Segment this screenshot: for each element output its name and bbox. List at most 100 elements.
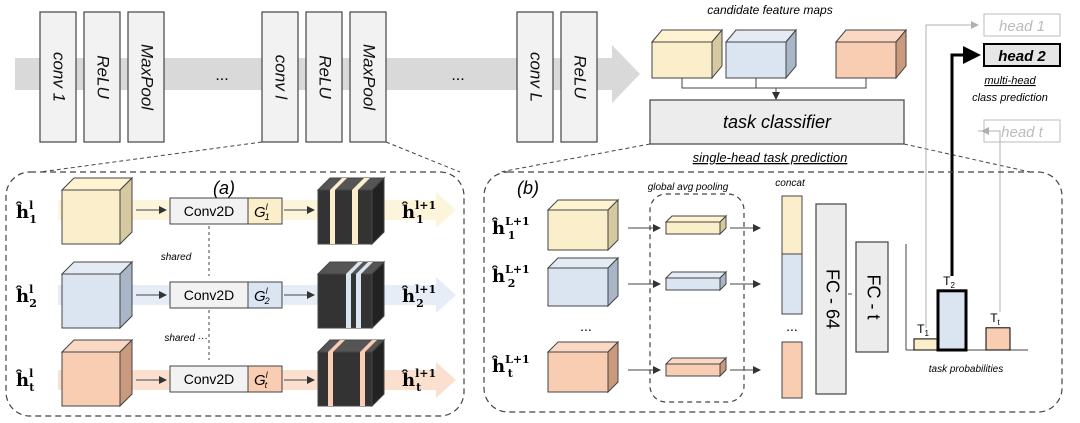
layer-box-maxpooll: [349, 11, 387, 143]
zoom-line-right: [385, 141, 461, 173]
row-1-conv2d-label: Conv2D: [184, 203, 235, 219]
prob-bar-3: [985, 327, 1011, 351]
concat-seg-2: [781, 253, 803, 315]
prob-bar-2: [936, 289, 968, 352]
heads-section: head 1 head 2 multi-head class predictio…: [925, 13, 1061, 328]
prob-bar-label-2: T2: [943, 274, 955, 290]
panel-a-title: (a): [213, 178, 235, 198]
layer-label-reluL: ReLU: [571, 55, 590, 99]
b-ellipsis-left: ...: [580, 318, 592, 334]
row-2-output-cube: [316, 260, 386, 330]
zoom-line-b-left: [499, 143, 651, 173]
task-classifier-label: task classifier: [723, 112, 832, 132]
concat-label: concat: [775, 178, 806, 189]
task-classifier-section: candidate feature maps task classifier s…: [499, 3, 1031, 173]
fc-64-label: FC - 64: [822, 269, 842, 329]
candidate-feature-maps-label: candidate feature maps: [707, 3, 832, 17]
b-input-slab-1: [546, 198, 620, 252]
row-t-input-cube: [60, 338, 134, 408]
row-t-conv2d-label: Conv2D: [184, 371, 235, 387]
zoom-line-left: [39, 141, 263, 173]
global-avg-pooling-box: [649, 193, 745, 403]
arrow-to-head-2: [950, 46, 981, 276]
prob-bar-label-1: T1: [917, 322, 929, 338]
pipeline-arrow-head: [612, 45, 640, 103]
zoom-line-b-right: [903, 143, 1031, 173]
fc-64-box: [815, 203, 847, 395]
multi-head-label: multi-head: [984, 75, 1036, 87]
single-head-task-prediction-label: single-head task prediction: [693, 150, 848, 165]
row-1-output-cube: [316, 176, 386, 246]
layer-label-maxpool1: MaxPool: [138, 44, 157, 111]
layer-label-convL: conv L: [527, 52, 546, 102]
layer-box-reluL: [560, 11, 598, 143]
fc-t-label: FC - t: [863, 275, 883, 320]
task-probabilities-label: task probabilities: [929, 364, 1003, 375]
row-t-conv2d-box: [169, 365, 249, 393]
layer-label-relul: ReLU: [316, 55, 335, 99]
layer-group-l: conv l ReLU MaxPool: [261, 11, 387, 143]
row-2-gate-box: [247, 281, 283, 309]
layer-label-relu1: ReLU: [94, 55, 113, 99]
pipeline-ellipsis-2: ...: [451, 67, 464, 84]
b-input-slab-t: [546, 340, 620, 394]
layer-box-convl: [261, 11, 299, 143]
pipeline-ellipsis-1: ...: [215, 67, 228, 84]
head-1-box: [983, 13, 1061, 37]
row-1-gate-box: [247, 197, 283, 225]
layer-box-convL: [516, 11, 554, 143]
layer-box-conv1: [39, 11, 77, 143]
gap-slab-1: [664, 214, 728, 236]
layer-box-relu1: [83, 11, 121, 143]
concat-seg-1: [781, 195, 803, 255]
panel-b-border: [483, 171, 1063, 413]
class-prediction-label: class prediction: [972, 92, 1048, 104]
layer-group-L: conv L ReLU: [516, 11, 598, 143]
layer-label-conv1: conv 1: [50, 52, 69, 102]
row-1-conv2d-box: [169, 197, 249, 225]
layer-box-relul: [305, 11, 343, 143]
concat-ellipsis: ...: [786, 318, 798, 334]
gap-slab-2: [664, 270, 728, 292]
candidate-cube-blue: [724, 28, 798, 80]
arrow-to-head-t-line: [978, 130, 1001, 312]
row-t-gate-box: [247, 365, 283, 393]
gap-slab-t: [664, 356, 728, 378]
layer-label-convl: conv l: [272, 55, 291, 101]
layer-group-1: conv 1 ReLU MaxPool: [39, 11, 165, 143]
head-2-label: head 2: [998, 48, 1046, 65]
fc-t-box: [855, 241, 889, 353]
panel-b-title: (b): [517, 178, 539, 198]
row-t-output-cube: [316, 338, 386, 408]
candidate-cube-yellow: [650, 28, 724, 80]
task-classifier-box: [649, 99, 905, 145]
shared-label-2: shared ···: [164, 333, 207, 344]
head-2-box: [983, 43, 1061, 67]
head-1-label: head 1: [999, 18, 1045, 35]
row-2-conv2d-box: [169, 281, 249, 309]
layer-box-maxpool1: [127, 11, 165, 143]
panel-a-border: [5, 171, 465, 417]
shared-label-1: shared: [161, 252, 192, 263]
concat-seg-t: [781, 341, 803, 399]
row-2-conv2d-label: Conv2D: [184, 287, 235, 303]
global-avg-pooling-label: global avg pooling: [648, 182, 729, 193]
row-1-input-cube: [60, 176, 134, 246]
prob-bar-1: [913, 338, 939, 351]
